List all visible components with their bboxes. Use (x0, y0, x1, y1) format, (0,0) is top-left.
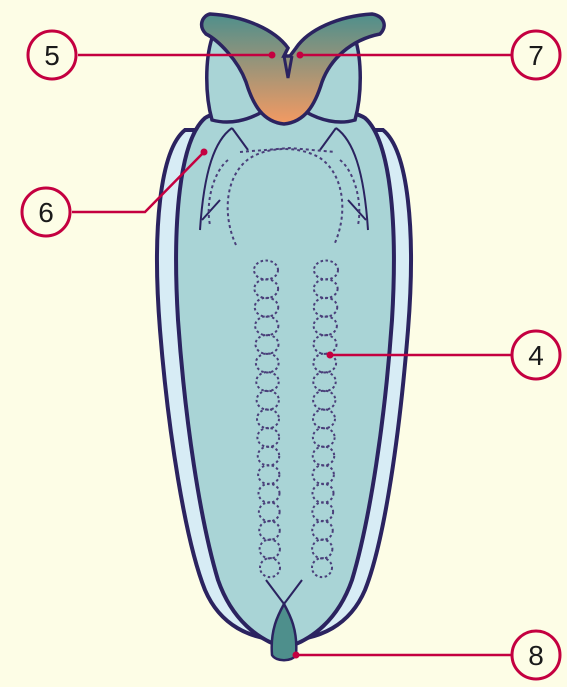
callout-4-dot (327, 352, 334, 359)
callout-7-dot (297, 52, 304, 59)
callout-5-dot (269, 52, 276, 59)
callout-8-label: 8 (528, 640, 544, 671)
callout-4-label: 4 (528, 340, 544, 371)
callout-6-dot (201, 149, 208, 156)
callout-5-label: 5 (44, 40, 60, 71)
callout-6-label: 6 (38, 197, 54, 228)
callout-8-dot (293, 652, 300, 659)
callout-7-label: 7 (528, 40, 544, 71)
callout-8: 8 (293, 631, 561, 679)
